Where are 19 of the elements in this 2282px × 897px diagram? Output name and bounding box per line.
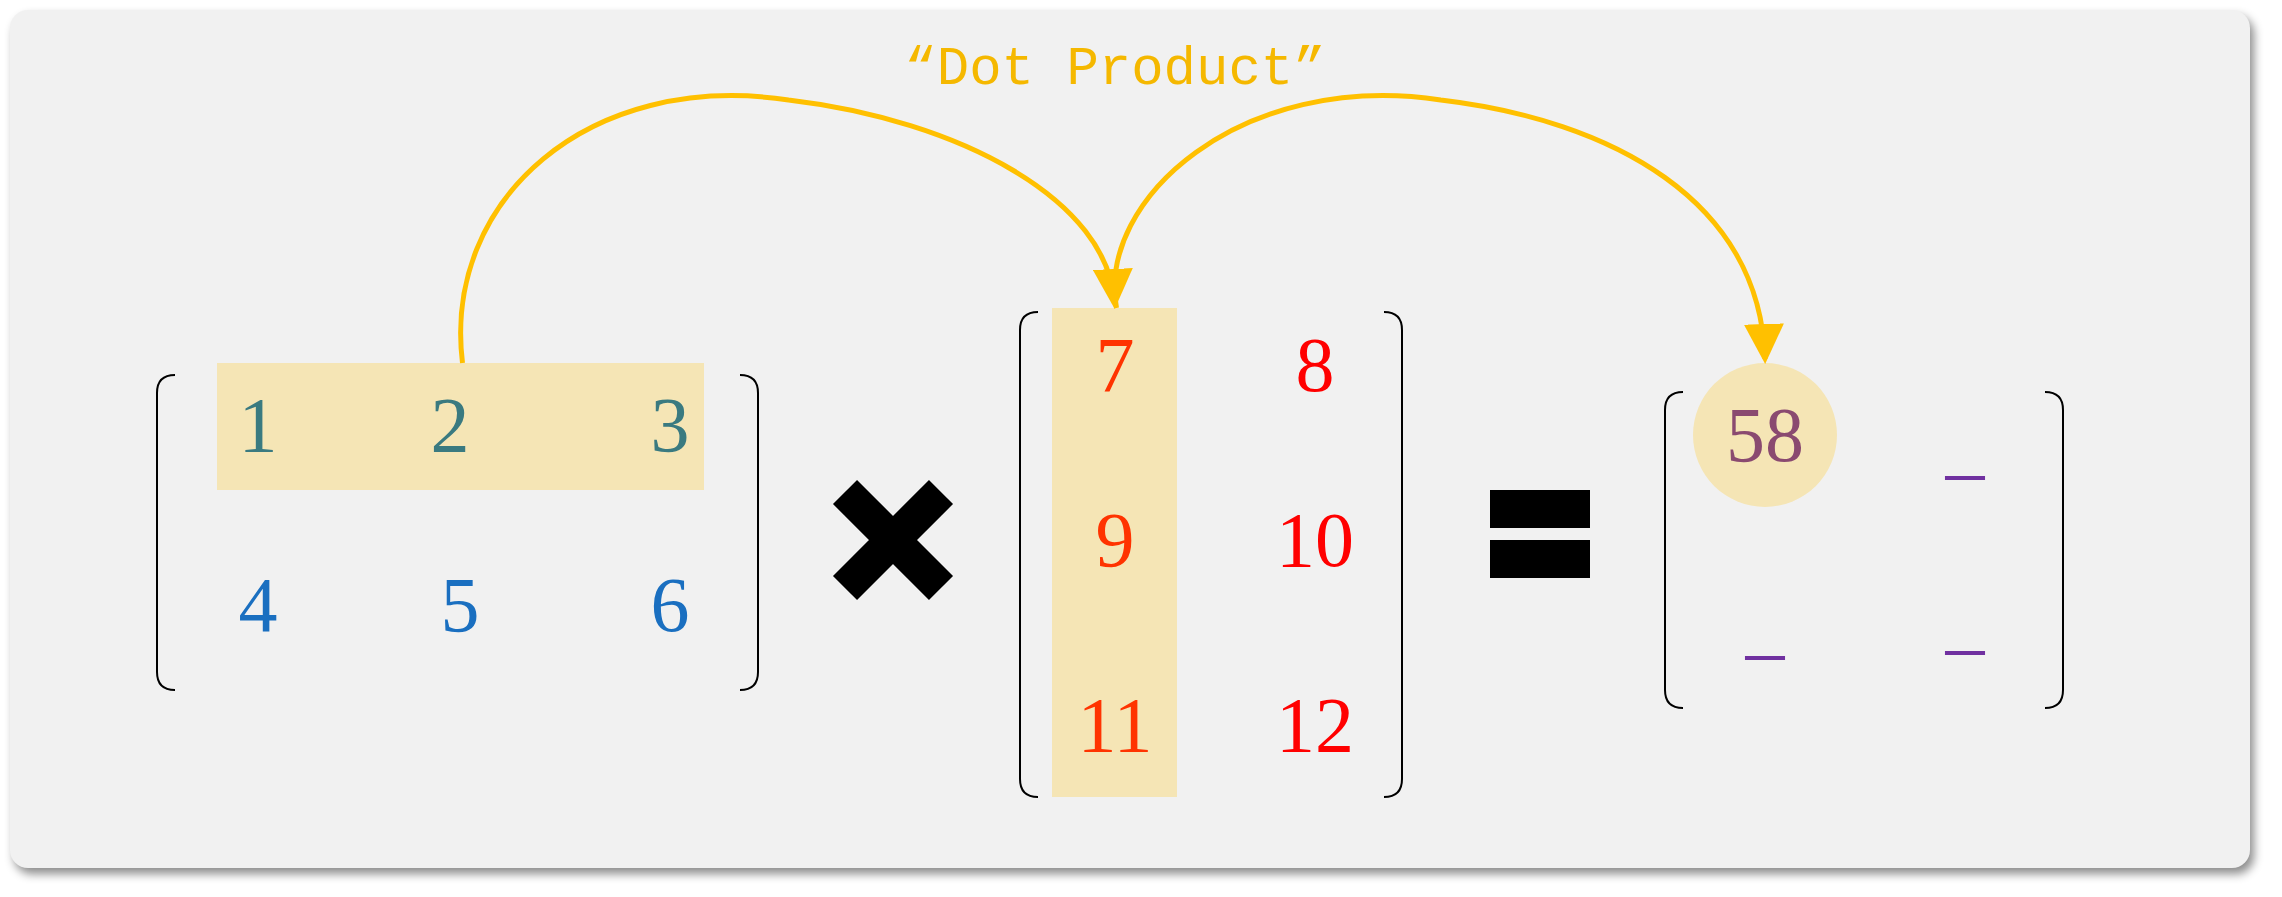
curved-arrow [1112, 93, 1782, 364]
matrix-entry: 4 [238, 566, 278, 644]
matrix-entry: – [1945, 606, 1985, 684]
highlighted-column [1052, 308, 1177, 797]
matrix-entry: 12 [1276, 686, 1354, 764]
matrix-entry: 6 [650, 566, 690, 644]
matrix-entry: 58 [1726, 396, 1804, 474]
matrix-entry: 3 [650, 386, 690, 464]
matrix-entry: 8 [1295, 326, 1335, 404]
matrix-entry: 11 [1077, 686, 1153, 764]
matrix-entry: 2 [430, 386, 470, 464]
matrix-entry: 5 [440, 566, 480, 644]
matrix-entry: 10 [1276, 501, 1354, 579]
matrix-entry: – [1745, 611, 1785, 689]
matrix-entry: 1 [238, 386, 278, 464]
highlighted-row [217, 363, 704, 490]
matrix-entry: – [1945, 431, 1985, 509]
title-text: “Dot Product” [904, 43, 1326, 97]
matrix-entry: 9 [1095, 501, 1135, 579]
